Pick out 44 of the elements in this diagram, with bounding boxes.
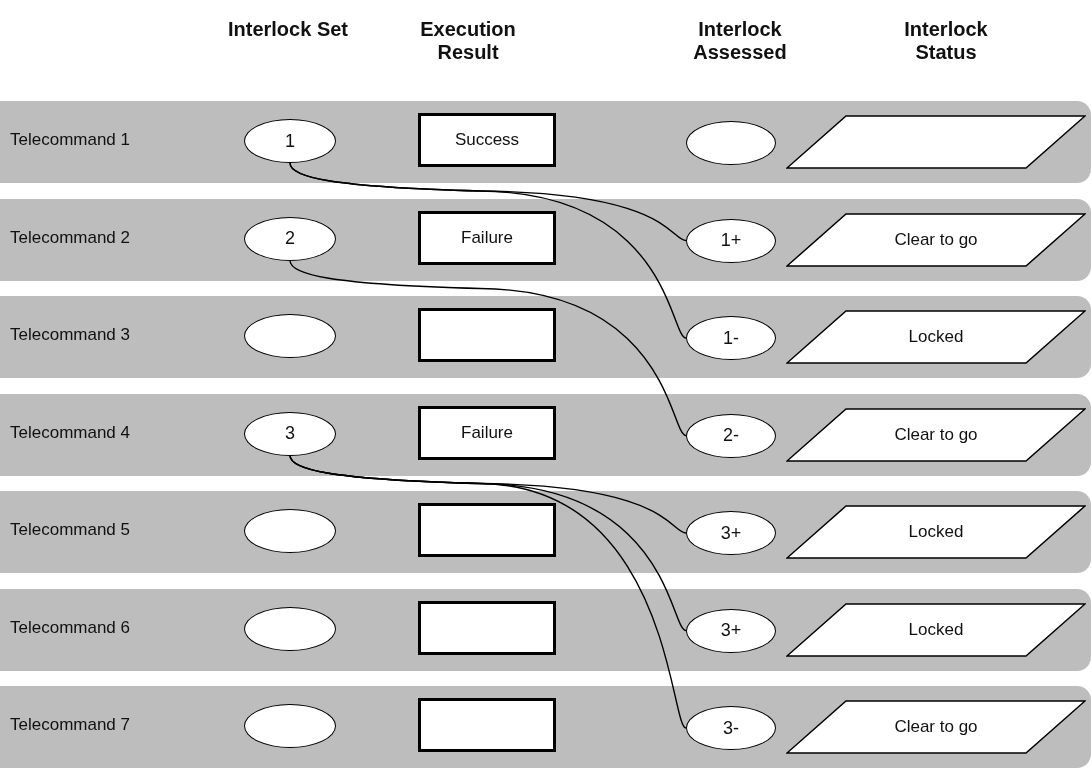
result-box: Failure xyxy=(418,210,556,265)
ellipse-shape: 3+ xyxy=(686,511,776,555)
column-header: Interlock Set xyxy=(226,18,349,41)
row-label: Telecommand 2 xyxy=(10,227,130,248)
row-label: Telecommand 3 xyxy=(10,325,130,345)
ellipse-shape: 3+ xyxy=(686,608,776,653)
result-box xyxy=(418,503,556,557)
row-label: Telecommand 4 xyxy=(10,422,130,443)
connector-line xyxy=(289,259,687,437)
column-header: Interlock Status xyxy=(903,18,989,64)
result-box xyxy=(418,698,556,752)
row-label: Telecommand 5 xyxy=(10,520,130,540)
row-band xyxy=(0,588,1091,671)
status-parallelogram: Clear to go xyxy=(786,212,1086,267)
status-parallelogram: Locked xyxy=(786,310,1086,364)
row-band xyxy=(0,101,1091,183)
status-parallelogram: Clear to go xyxy=(786,700,1086,754)
ellipse-shape: 3- xyxy=(686,706,776,750)
ellipse-shape: 1+ xyxy=(686,218,776,263)
result-box xyxy=(418,308,556,362)
result-box: Failure xyxy=(418,405,556,460)
connector-line xyxy=(289,162,687,339)
column-header: Interlock Assessed xyxy=(692,18,788,64)
row-band xyxy=(0,198,1091,281)
row-band xyxy=(0,393,1091,476)
result-box xyxy=(418,600,556,655)
ellipse-shape: 1 xyxy=(244,119,336,163)
ellipse-shape: 1- xyxy=(686,316,776,360)
status-parallelogram xyxy=(786,115,1086,169)
status-parallelogram: Clear to go xyxy=(786,407,1086,462)
row-label: Telecommand 6 xyxy=(10,617,130,638)
row-band xyxy=(0,686,1091,768)
row-band xyxy=(0,491,1091,573)
ellipse-shape: 2- xyxy=(686,413,776,458)
result-box: Success xyxy=(418,113,556,167)
ellipse-shape: 2 xyxy=(244,216,336,261)
row-band xyxy=(0,296,1091,378)
row-label: Telecommand 1 xyxy=(10,130,130,150)
status-parallelogram: Locked xyxy=(786,505,1086,559)
connector-line xyxy=(289,454,687,729)
row-label: Telecommand 7 xyxy=(10,715,130,735)
ellipse-shape: 3 xyxy=(244,411,336,456)
column-header: Execution Result xyxy=(419,18,517,64)
status-parallelogram: Locked xyxy=(786,602,1086,657)
